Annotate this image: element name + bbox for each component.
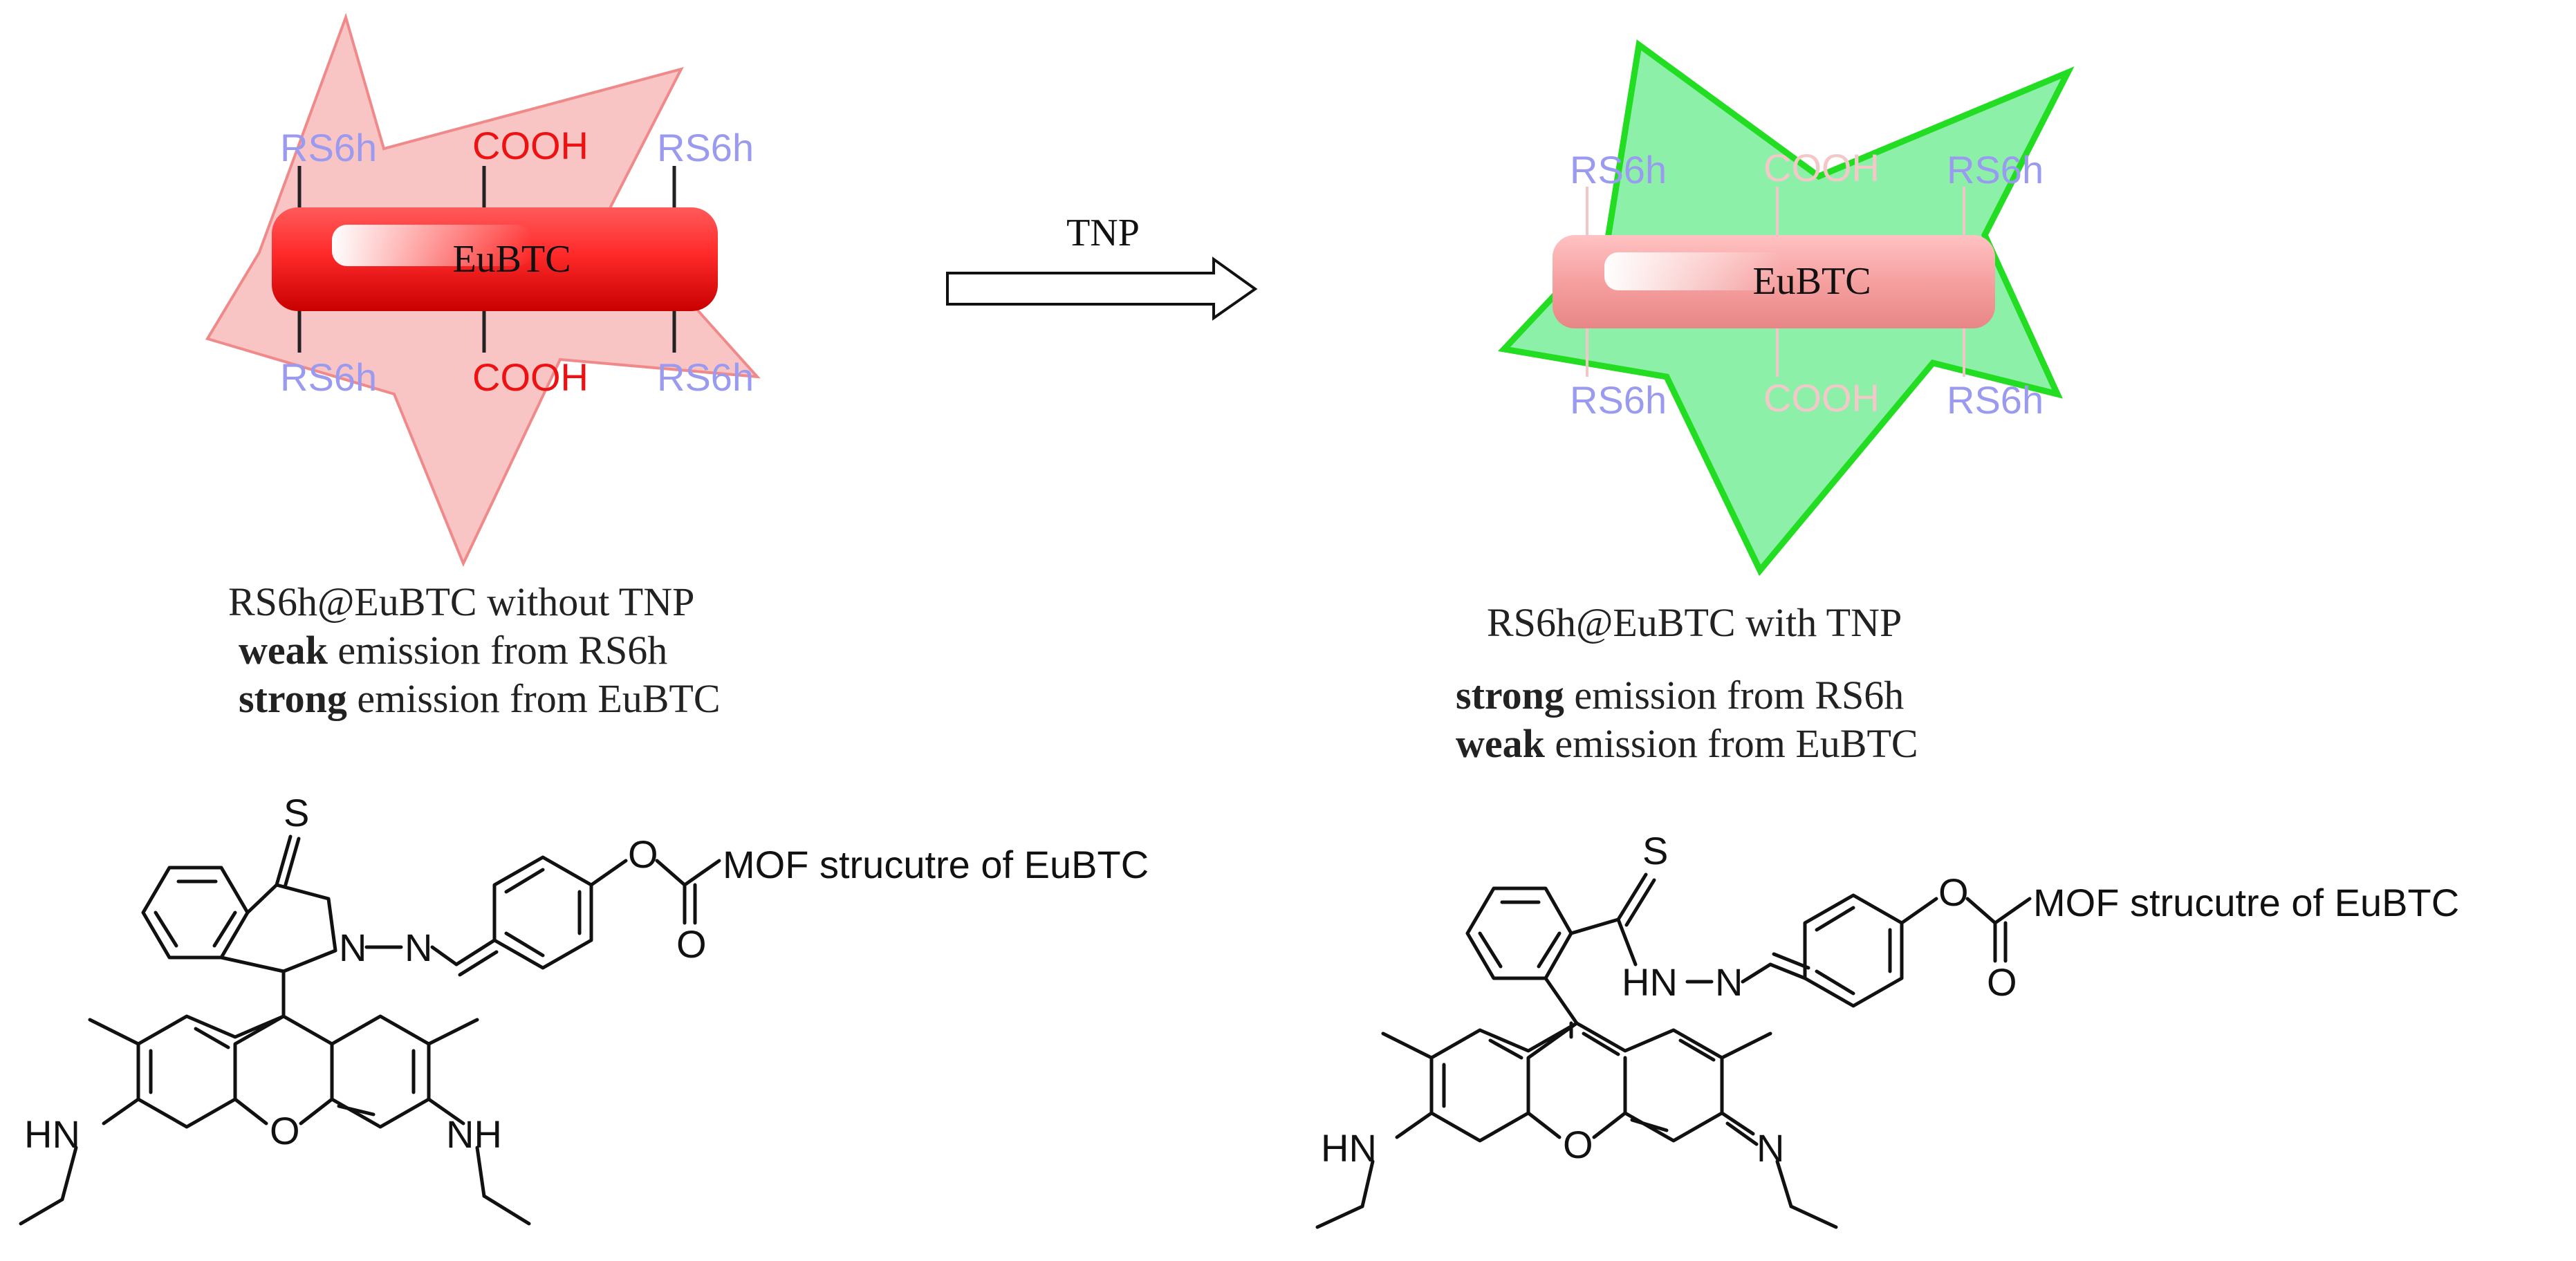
right-linker-lines (1586, 187, 1965, 377)
right-bottom-label-2: COOH (1763, 376, 1880, 420)
left-line2-bold: strong (239, 676, 347, 721)
left-atom-N2: N (405, 926, 432, 969)
left-atom-O-carbonyl: O (676, 922, 707, 966)
right-line1-bold: strong (1456, 673, 1564, 718)
left-linker-lines (297, 166, 676, 353)
left-atom-S: S (284, 791, 309, 834)
left-bottom-label-3: RS6h (657, 355, 754, 399)
core-highlight (332, 225, 532, 266)
right-panel: EuBTC RS6h COOH RS6h RS6h COOH RS6h (1497, 39, 2075, 577)
right-molecule (1315, 872, 2032, 1229)
right-caption-line2: weak emission from EuBTC (1456, 719, 1918, 769)
left-mof-label: MOF strucutre of EuBTC (723, 843, 1149, 886)
left-caption-title-text: RS6h@EuBTC without TNP (228, 579, 695, 624)
right-line2-bold: weak (1456, 721, 1545, 766)
right-caption-title: RS6h@EuBTC with TNP (1487, 598, 1902, 648)
right-top-label-2: COOH (1763, 146, 1880, 189)
left-molecule (19, 834, 721, 1226)
left-caption-line2: strong emission from EuBTC (239, 674, 721, 724)
left-top-label-2: COOH (472, 124, 589, 167)
left-bottom-label-2: COOH (472, 355, 589, 399)
left-core-label: EuBTC (452, 238, 571, 281)
right-line2-rest: emission from EuBTC (1544, 721, 1918, 766)
left-line1-rest: emission from RS6h (327, 628, 668, 673)
left-amine-left: HN (24, 1112, 80, 1156)
left-top-label-3: RS6h (657, 126, 754, 169)
arrow-label: TNP (1066, 212, 1140, 254)
left-bottom-label-1: RS6h (280, 355, 377, 399)
left-caption-line1: weak emission from RS6h (239, 626, 667, 675)
right-atom-O-ring: O (1563, 1123, 1593, 1166)
core-highlight-pale (1604, 252, 1784, 290)
left-atom-O-ring: O (270, 1109, 300, 1152)
right-molecule-labels: S HN N O O O HN N MOF strucutre of EuBTC (1321, 829, 2459, 1170)
right-atom-O-ester: O (1938, 870, 1969, 914)
left-line1-bold: weak (239, 628, 328, 673)
right-caption-line1: strong emission from RS6h (1456, 671, 1904, 720)
reaction-arrow: TNP (946, 212, 1258, 321)
right-atom-O-carbonyl: O (1987, 960, 2017, 1004)
left-line2-rest: emission from EuBTC (346, 676, 721, 721)
right-atom-N2: N (1715, 960, 1743, 1004)
right-bottom-label-3: RS6h (1947, 378, 2044, 422)
left-atom-O-ester: O (628, 832, 658, 876)
left-atom-N1: N (339, 926, 367, 969)
right-hydrazone-NH: HN (1622, 960, 1678, 1004)
right-imine-N: N (1757, 1126, 1784, 1170)
right-mof-label: MOF strucutre of EuBTC (2033, 881, 2459, 924)
right-caption-title-text: RS6h@EuBTC with TNP (1487, 600, 1902, 645)
left-top-label-1: RS6h (280, 126, 377, 169)
right-line1-rest: emission from RS6h (1564, 673, 1905, 718)
right-core-label: EuBTC (1752, 260, 1871, 303)
left-caption-title: RS6h@EuBTC without TNP (228, 577, 694, 627)
right-top-label-1: RS6h (1570, 148, 1667, 192)
left-panel: EuBTC RS6h COOH RS6h RS6h COOH RS6h (205, 12, 761, 567)
right-bottom-label-1: RS6h (1570, 378, 1667, 422)
right-top-label-3: RS6h (1947, 148, 2044, 192)
right-amine-left: HN (1321, 1126, 1377, 1170)
left-molecule-labels: S N N O O O HN NH MOF strucutre of EuBTC (24, 791, 1149, 1156)
left-amine-right: NH (446, 1112, 502, 1156)
right-atom-S: S (1642, 829, 1668, 872)
